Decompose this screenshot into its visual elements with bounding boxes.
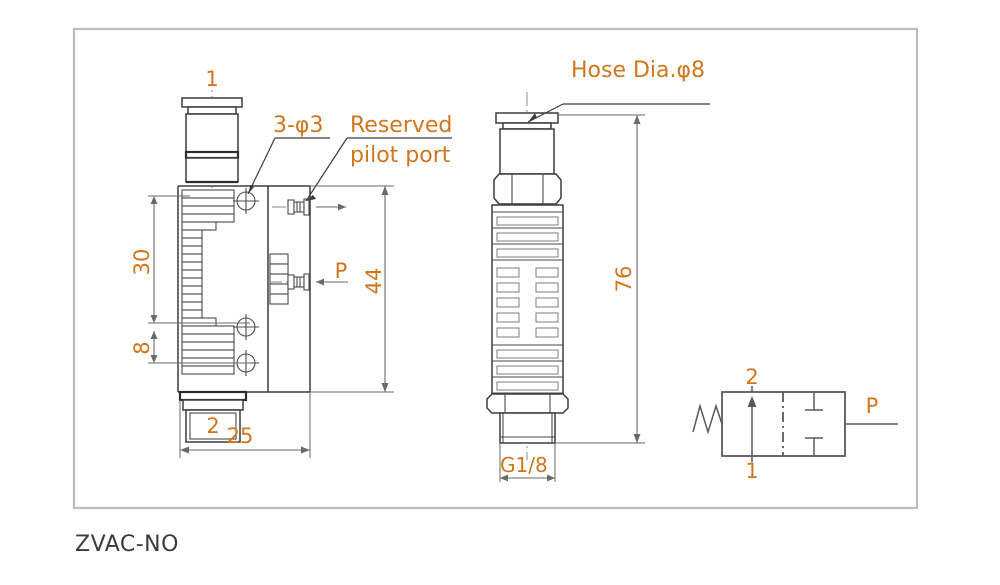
spring-symbol [692,403,723,435]
reserved-pilot-port-nipple [272,198,346,216]
drawing-frame [72,27,919,510]
figure-caption: ZVAC-NO [75,532,179,557]
schematic-symbol: 2 1 P [692,365,898,483]
label-port-2: 2 [206,414,219,438]
label-reserved-line2: pilot port [350,143,451,168]
pilot-note-leader [305,137,452,202]
mounting-holes [233,188,259,376]
silencer-ribs-front [181,189,235,375]
label-schematic-port-1: 1 [745,459,758,483]
label-hose-dia: Hose Dia.φ8 [571,58,705,83]
dimension-text-76: 76 [612,266,636,293]
dimension-44 [310,185,394,393]
hose-callout-leader [527,103,710,123]
side-bottom-thread [486,393,569,444]
label-reserved-line1: Reserved [350,113,452,138]
flow-arrow-up [747,396,757,456]
thread-width-marks [499,443,556,482]
label-schematic-port-p: P [866,394,879,418]
bottom-fitting [178,390,248,443]
p-port-nipple [268,253,348,305]
dimension-text-8: 8 [130,341,154,354]
label-schematic-port-2: 2 [745,365,758,389]
label-hole-callout: 3-φ3 [273,113,323,138]
dimension-text-44: 44 [362,268,386,295]
valve-box [721,391,846,457]
dimension-text-25: 25 [227,424,254,448]
label-port-1: 1 [205,67,218,91]
dimension-76 [555,114,645,444]
dimension-30 [148,195,250,324]
top-fitting [181,97,243,184]
label-pilot-p: P [335,259,348,283]
dimension-text-30: 30 [130,249,154,276]
side-hex-nut [493,173,562,205]
side-view: Hose Dia.φ8 76 G1/8 [486,58,710,482]
label-thread-g18: G1/8 [500,453,548,477]
hole-callout-leader [247,137,330,195]
blocked-port-symbols [805,392,823,456]
side-top-fitting [495,112,559,175]
front-view: 1 2 3-φ3 Reserved pilot port P 30 8 44 2… [130,67,452,458]
dimension-25 [179,392,311,458]
side-silencer-body [491,204,564,399]
dimension-8 [148,331,250,364]
